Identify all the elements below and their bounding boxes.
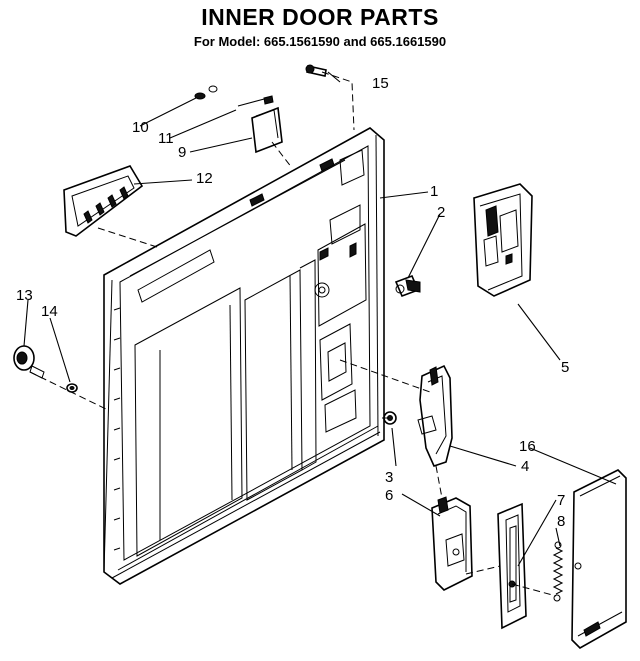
part-16-side-panel (571, 469, 627, 649)
left-rim-slots (113, 307, 121, 551)
callout-1: 1 (430, 183, 438, 200)
diagram-subtitle: For Model: 665.1561590 and 665.1661590 (193, 34, 447, 49)
part-10-11-hardware (194, 85, 274, 107)
inner-door-panel (103, 127, 385, 585)
callout-5: 5 (561, 359, 569, 376)
callout-12: 12 (196, 170, 213, 187)
callout-14: 14 (41, 303, 58, 320)
part-14-washer (66, 383, 78, 393)
part-8-spring (552, 541, 564, 602)
callout-13: 13 (16, 287, 33, 304)
callout-16: 16 (519, 438, 536, 455)
part-7-slide-bracket (497, 502, 527, 630)
leader-lines (23, 71, 617, 567)
part-13-knob (13, 345, 45, 379)
part-12-vent (63, 165, 144, 237)
part-15-screw (305, 64, 327, 77)
part-9-cover (251, 106, 283, 154)
callout-3: 3 (385, 469, 393, 486)
diagram-title: INNER DOOR PARTS (201, 4, 439, 30)
callout-2: 2 (437, 204, 445, 221)
callout-4: 4 (521, 458, 529, 475)
assembly-lines (29, 71, 557, 597)
callout-labels: 15 1 2 10 11 9 12 5 16 4 3 6 7 8 13 14 (16, 75, 569, 530)
callout-8: 8 (557, 513, 565, 530)
part-6-latch-housing (431, 496, 473, 591)
part-5-dispenser (473, 183, 533, 297)
callout-10: 10 (132, 119, 149, 136)
callout-11: 11 (158, 130, 174, 147)
callout-9: 9 (178, 144, 186, 161)
part-2-latch-knob (394, 274, 421, 298)
callout-15: 15 (372, 75, 389, 92)
part-4-latch-bracket (417, 364, 453, 467)
callout-6: 6 (385, 487, 393, 504)
callout-7: 7 (557, 492, 565, 509)
